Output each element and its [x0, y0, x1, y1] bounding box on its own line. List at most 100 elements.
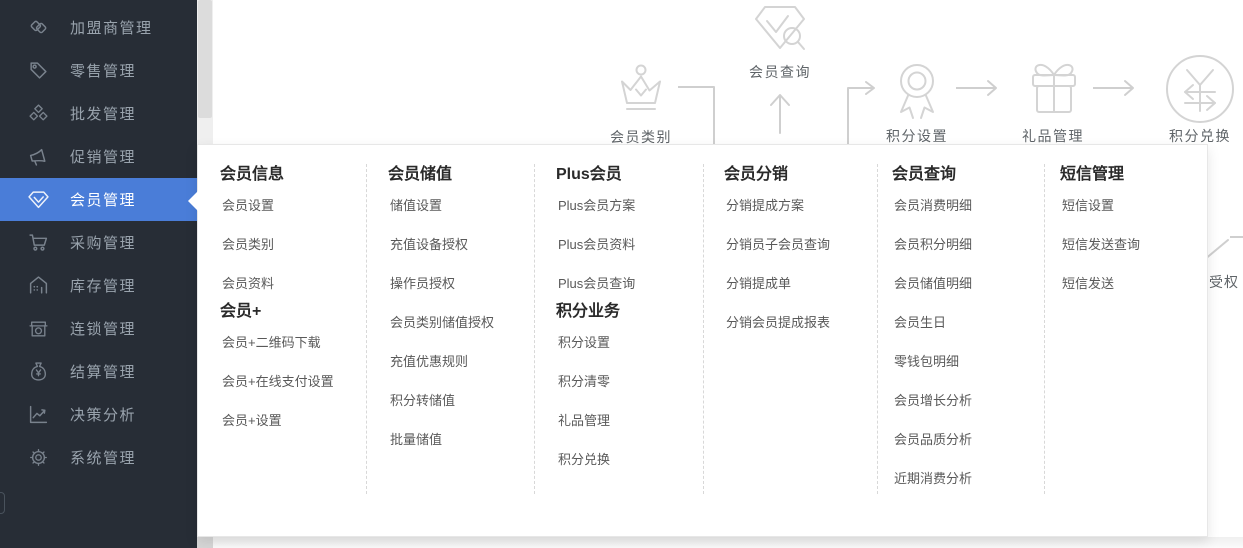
- menu-group-title: 会员储值: [388, 166, 453, 183]
- sidebar-item-wholesale[interactable]: 批发管理: [0, 92, 197, 135]
- flow-node-points-exchange[interactable]: 积分兑换: [1169, 128, 1231, 144]
- store-icon: [28, 318, 49, 339]
- flow-node-gift-management[interactable]: 礼品管理: [1022, 128, 1084, 144]
- menu-item[interactable]: 会员类别储值授权: [390, 315, 495, 330]
- menu-column: 短信管理短信设置短信发送查询短信发送: [1060, 165, 1222, 302]
- flow-node-member-category[interactable]: 会员类别: [610, 129, 672, 145]
- menu-item[interactable]: 会员+二维码下载: [222, 335, 321, 350]
- menu-column: Plus会员 Plus会员方案 Plus会员资料 Plus会员查询积分业务积分设置积分…: [556, 165, 718, 478]
- sidebar-item-promotion[interactable]: 促销管理: [0, 135, 197, 178]
- scrollbar-thumb[interactable]: [198, 0, 212, 118]
- menu-column: 会员分销分销提成方案分销员子会员查询分销提成单分销会员提成报表: [724, 165, 886, 341]
- menu-item[interactable]: 会员消费明细: [894, 198, 973, 213]
- menu-group-title: 会员+: [220, 303, 262, 320]
- flow-node-points-setting[interactable]: 积分设置: [886, 128, 948, 144]
- menu-item[interactable]: 会员类别: [222, 237, 275, 252]
- warehouse-icon: [28, 275, 49, 296]
- sidebar-item-system[interactable]: 系统管理: [0, 436, 197, 479]
- megaphone-icon: [28, 146, 49, 167]
- menu-item[interactable]: 零钱包明细: [894, 354, 960, 369]
- partial-arrow-fragment: [1230, 232, 1243, 242]
- menu-item[interactable]: 分销员子会员查询: [726, 237, 831, 252]
- menu-group-title: 积分业务: [556, 303, 621, 320]
- exchange-icon: [1163, 52, 1237, 126]
- menu-item[interactable]: 会员储值明细: [894, 276, 973, 291]
- menu-item[interactable]: 储值设置: [390, 198, 443, 213]
- flow-node-member-search[interactable]: 会员查询: [749, 64, 811, 80]
- partial-label: 受权: [1209, 274, 1239, 290]
- gear-icon: [28, 447, 49, 468]
- menu-item[interactable]: 会员资料: [222, 276, 275, 291]
- menu-item[interactable]: 短信设置: [1062, 198, 1115, 213]
- menu-group-title: Plus会员: [556, 166, 622, 183]
- sidebar-item-label: 加盟商管理: [70, 20, 153, 37]
- sidebar-item-label: 库存管理: [70, 278, 137, 295]
- bottom-strip: [197, 537, 1243, 548]
- flow-connector: [678, 85, 718, 144]
- menu-item[interactable]: 分销会员提成报表: [726, 315, 831, 330]
- sidebar-item-chain[interactable]: 连锁管理: [0, 307, 197, 350]
- menu-item[interactable]: 会员+设置: [222, 413, 282, 428]
- sidebar-item-label: 会员管理: [70, 192, 137, 209]
- chart-icon: [28, 404, 49, 425]
- menu-column: 会员储值储值设置充值设备授权操作员授权会员类别储值授权充值优惠规则积分转储值批量…: [388, 165, 550, 458]
- sidebar-item-label: 连锁管理: [70, 321, 137, 338]
- column-divider: [366, 164, 367, 494]
- sidebar-item-franchise[interactable]: 加盟商管理: [0, 6, 197, 49]
- tag-icon: [28, 60, 49, 81]
- gift-icon: [1027, 58, 1081, 116]
- menu-item[interactable]: 会员设置: [222, 198, 275, 213]
- menu-item[interactable]: 会员增长分析: [894, 393, 973, 408]
- sidebar-item-label: 采购管理: [70, 235, 137, 252]
- column-divider: [877, 164, 878, 494]
- sidebar-item-retail[interactable]: 零售管理: [0, 49, 197, 92]
- menu-item[interactable]: 短信发送: [1062, 276, 1115, 291]
- edge-fragment: [0, 492, 5, 514]
- sidebar-item-settlement[interactable]: 结算管理: [0, 350, 197, 393]
- menu-column: 会员信息会员设置会员类别会员资料会员+ 会员+二维码下载会员+在线支付设置会员+设…: [220, 165, 382, 439]
- menu-item[interactable]: 分销提成方案: [726, 198, 805, 213]
- menu-column: 会员查询会员消费明细会员积分明细会员储值明细会员生日零钱包明细会员增长分析会员品…: [892, 165, 1054, 497]
- menu-item[interactable]: 分销提成单: [726, 276, 792, 291]
- menu-item[interactable]: 会员生日: [894, 315, 947, 330]
- menu-item[interactable]: 礼品管理: [558, 413, 611, 428]
- menu-item[interactable]: 会员品质分析: [894, 432, 973, 447]
- sidebar-item-purchase[interactable]: 采购管理: [0, 221, 197, 264]
- money-pouch-icon: [28, 361, 49, 382]
- sidebar: 加盟商管理零售管理批发管理促销管理会员管理采购管理库存管理连锁管理结算管理决策分…: [0, 0, 197, 548]
- menu-item[interactable]: 会员积分明细: [894, 237, 973, 252]
- menu-group-title: 会员信息: [220, 166, 285, 183]
- background-flow-diagram: 会员类别 会员查询 积分设置: [197, 0, 1243, 548]
- menu-item[interactable]: 积分兑换: [558, 452, 611, 467]
- active-item-caret: [188, 191, 198, 211]
- menu-item[interactable]: 积分清零: [558, 374, 611, 389]
- sidebar-item-inventory[interactable]: 库存管理: [0, 264, 197, 307]
- column-divider: [1044, 164, 1045, 494]
- menu-item[interactable]: Plus会员方案: [558, 198, 636, 213]
- right-arrow-icon: [1093, 79, 1139, 97]
- menu-item[interactable]: 操作员授权: [390, 276, 456, 291]
- partial-icon-fragment: [1202, 238, 1230, 262]
- menu-item[interactable]: 近期消费分析: [894, 471, 973, 486]
- menu-item[interactable]: 充值设备授权: [390, 237, 469, 252]
- menu-item[interactable]: 充值优惠规则: [390, 354, 469, 369]
- member-search-icon: [752, 2, 808, 58]
- menu-item[interactable]: Plus会员查询: [558, 276, 636, 291]
- cubes-icon: [28, 103, 49, 124]
- menu-item[interactable]: 积分转储值: [390, 393, 456, 408]
- menu-item[interactable]: 会员+在线支付设置: [222, 374, 334, 389]
- up-arrow-icon: [769, 92, 791, 134]
- menu-group-title: 会员查询: [892, 166, 957, 183]
- menu-item[interactable]: 短信发送查询: [1062, 237, 1141, 252]
- scrollbar-corner: [197, 537, 213, 548]
- sidebar-item-label: 零售管理: [70, 63, 137, 80]
- menu-item[interactable]: 批量储值: [390, 432, 443, 447]
- menu-item[interactable]: 积分设置: [558, 335, 611, 350]
- menu-group-title: 会员分销: [724, 166, 789, 183]
- sidebar-item-member[interactable]: 会员管理: [0, 178, 197, 221]
- sidebar-item-analysis[interactable]: 决策分析: [0, 393, 197, 436]
- menu-item[interactable]: Plus会员资料: [558, 237, 636, 252]
- column-divider: [534, 164, 535, 494]
- sidebar-item-label: 批发管理: [70, 106, 137, 123]
- handshake-icon: [28, 17, 49, 38]
